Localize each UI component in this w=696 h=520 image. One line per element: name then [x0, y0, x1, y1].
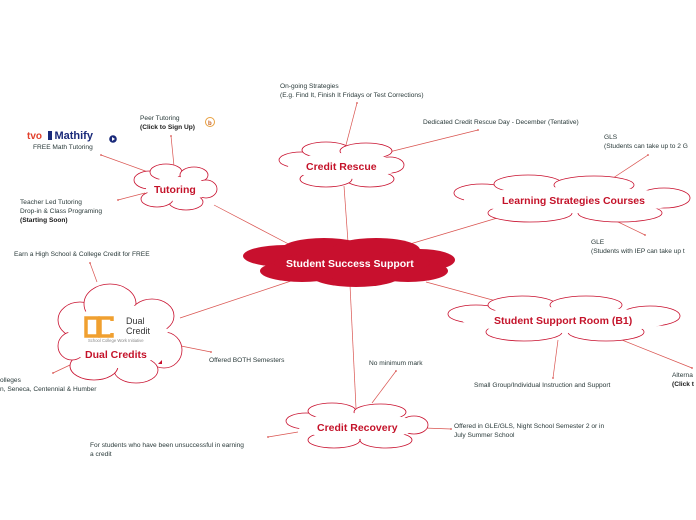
teacher-led-detail[interactable]: Drop-in & Class Programing — [20, 208, 103, 215]
line-learning-gle — [613, 219, 646, 236]
connector-endpoints — [52, 102, 693, 438]
ongoing-strategies-text[interactable]: On-going Strategies — [280, 83, 339, 90]
small-group-text[interactable]: Small Group/Individual Instruction and S… — [474, 382, 611, 389]
line-tutoring-mathify — [100, 154, 149, 173]
dual-credit-logo-text-2: Credit — [126, 326, 151, 336]
unsuccessful-text-1[interactable]: For students who have been unsuccessful … — [90, 442, 244, 449]
tvo-logo-text: tvo — [27, 131, 42, 142]
colleges-title[interactable]: olleges — [0, 377, 21, 384]
line-central-learning — [409, 215, 505, 245]
line-rescue-day — [384, 129, 479, 154]
line-learning-gls — [609, 154, 649, 181]
dual-credit-logo-tagline: School College Work Initiative — [88, 338, 144, 343]
gls-title[interactable]: GLS — [604, 134, 618, 141]
learning-strategies-label[interactable]: Learning Strategies Courses — [502, 195, 645, 207]
peer-tutoring-signup-link[interactable]: (Click to Sign Up) — [140, 124, 195, 131]
tvo-mathify-logo[interactable]: tvo Mathify — [27, 126, 93, 142]
alterna-link[interactable]: (Click t — [672, 381, 694, 388]
line-recovery-nomin — [371, 370, 397, 404]
free-math-tutoring-text[interactable]: FREE Math Tutoring — [33, 144, 93, 151]
corner-mark-icon — [158, 360, 162, 364]
line-recovery-unsuccessful — [267, 431, 299, 438]
teacher-led-status[interactable]: (Starting Soon) — [20, 217, 68, 224]
connector-lines — [52, 102, 693, 438]
student-support-room-cloud[interactable] — [447, 295, 681, 342]
peer-tutoring-title[interactable]: Peer Tutoring — [140, 115, 180, 122]
link-icon[interactable]: b — [205, 117, 215, 128]
student-support-room-label[interactable]: Student Support Room (B1) — [494, 315, 633, 327]
offered-gle-text-2[interactable]: July Summer School — [454, 432, 515, 439]
gle-detail[interactable]: (Students with IEP can take up t — [591, 248, 685, 255]
credit-rescue-label[interactable]: Credit Rescue — [306, 161, 377, 173]
offered-gle-text[interactable]: Offered in GLE/GLS, Night School Semeste… — [454, 423, 605, 430]
ongoing-strategies-example[interactable]: (E.g. Find It, Finish It Fridays or Test… — [280, 92, 424, 99]
line-recovery-offered — [423, 427, 452, 430]
line-rescue-ongoing — [345, 102, 358, 146]
line-central-support — [425, 281, 501, 303]
credit-rescue-day-text[interactable]: Dedicated Credit Rescue Day - December (… — [423, 119, 579, 126]
central-topic-label[interactable]: Student Success Support — [286, 258, 414, 270]
line-central-rescue — [343, 185, 349, 243]
tutoring-cloud[interactable] — [133, 163, 218, 211]
teacher-led-title[interactable]: Teacher Led Tutoring — [20, 199, 82, 206]
credit-recovery-cloud[interactable] — [285, 402, 429, 449]
learning-strategies-cloud[interactable] — [453, 174, 691, 223]
line-central-recovery — [349, 284, 357, 409]
svg-text:b: b — [208, 121, 212, 127]
arrow-link-icon[interactable] — [109, 135, 117, 143]
no-minimum-mark-text[interactable]: No minimum mark — [369, 360, 423, 367]
line-dual-earn — [89, 262, 98, 283]
mathify-mark-icon — [48, 131, 53, 140]
line-central-tutoring — [213, 204, 301, 251]
line-tutoring-peer — [170, 135, 175, 167]
credit-recovery-label[interactable]: Credit Recovery — [317, 422, 398, 434]
dual-credits-label[interactable]: Dual Credits — [85, 349, 147, 361]
both-semesters-text[interactable]: Offered BOTH Semesters — [209, 357, 285, 364]
earn-credit-text[interactable]: Earn a High School & College Credit for … — [14, 251, 150, 258]
tutoring-label[interactable]: Tutoring — [154, 184, 196, 196]
colleges-list[interactable]: n, Seneca, Centennial & Humber — [0, 386, 97, 393]
dual-credit-logo-text-1: Dual — [126, 316, 145, 326]
line-dual-semesters — [180, 345, 212, 353]
line-tutoring-teacher — [117, 192, 146, 201]
line-support-group — [552, 339, 559, 379]
credit-rescue-cloud[interactable] — [278, 141, 405, 188]
gls-detail[interactable]: (Students can take up to 2 G — [604, 143, 688, 150]
unsuccessful-text-2[interactable]: a credit — [90, 451, 112, 458]
gle-title[interactable]: GLE — [591, 239, 605, 246]
central-cloud[interactable] — [243, 238, 455, 287]
alterna-title[interactable]: Alterna — [672, 372, 693, 379]
dual-credits-cloud[interactable] — [57, 283, 183, 384]
line-central-dual — [179, 279, 295, 319]
dual-credit-logo — [84, 316, 114, 338]
line-support-alterna — [611, 335, 693, 369]
mathify-logo-text: Mathify — [54, 130, 93, 142]
line-dual-colleges — [52, 364, 71, 374]
